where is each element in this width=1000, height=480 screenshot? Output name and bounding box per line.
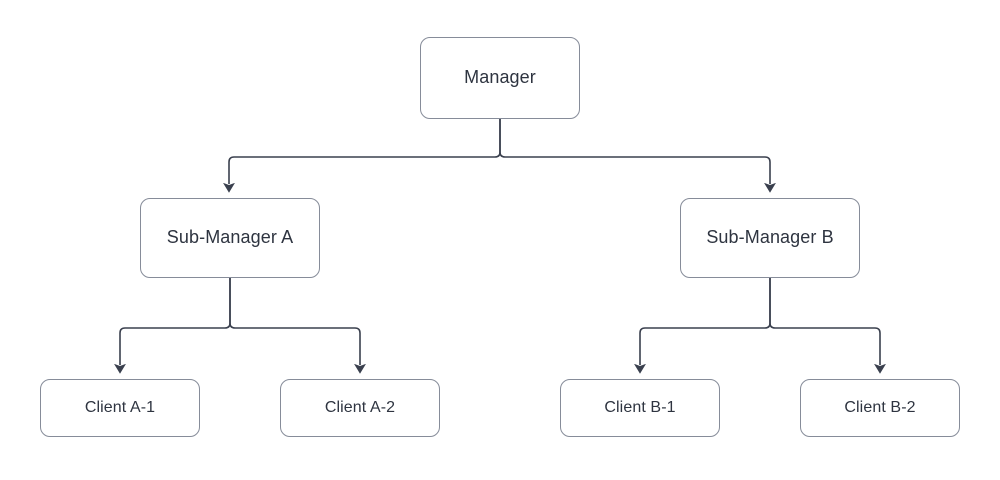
node-client-b-1-label: Client B-1 [604, 399, 676, 417]
edge-manager-to-sub-a [223, 119, 501, 193]
node-client-a-2[interactable]: Client A-2 [280, 379, 440, 437]
edge-sub-b-to-client-b1 [634, 278, 771, 374]
edge-sub-b-to-client-b2 [769, 278, 886, 374]
node-client-b-2[interactable]: Client B-2 [800, 379, 960, 437]
node-sub-manager-b-label: Sub-Manager B [706, 227, 834, 248]
edge-manager-to-sub-b [499, 119, 776, 193]
node-client-b-1[interactable]: Client B-1 [560, 379, 720, 437]
edge-sub-a-to-client-a1 [114, 278, 231, 374]
node-sub-manager-a-label: Sub-Manager A [166, 227, 294, 248]
node-client-a-1-label: Client A-1 [84, 399, 156, 417]
node-client-b-2-label: Client B-2 [844, 399, 916, 417]
node-manager[interactable]: Manager [420, 37, 580, 119]
node-manager-label: Manager [464, 67, 536, 88]
node-client-a-1[interactable]: Client A-1 [40, 379, 200, 437]
node-sub-manager-a[interactable]: Sub-Manager A [140, 198, 320, 278]
node-sub-manager-b[interactable]: Sub-Manager B [680, 198, 860, 278]
edge-sub-a-to-client-a2 [229, 278, 366, 374]
node-client-a-2-label: Client A-2 [324, 399, 396, 417]
